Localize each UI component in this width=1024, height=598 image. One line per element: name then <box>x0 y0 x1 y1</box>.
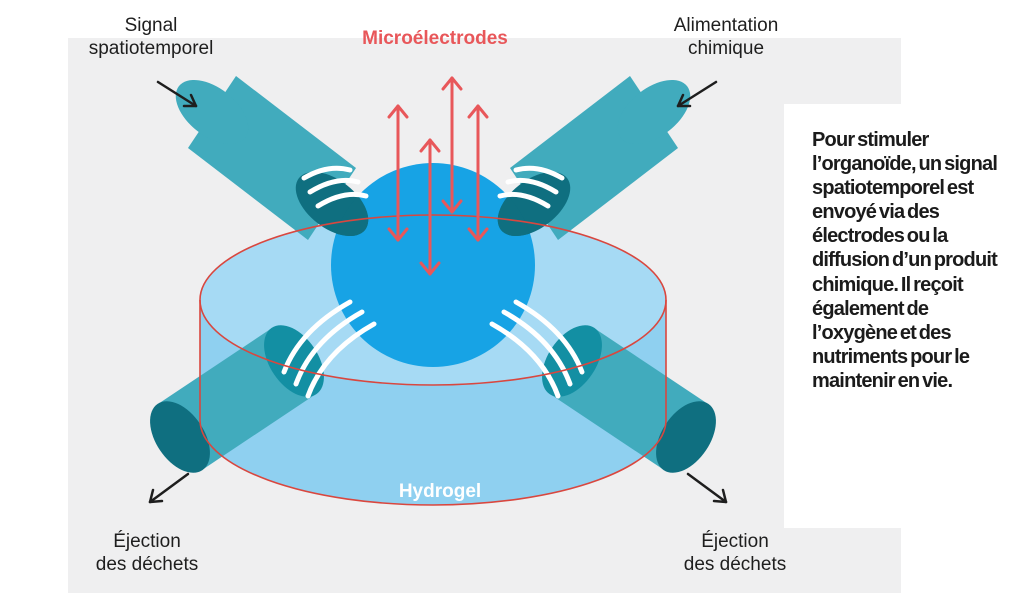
label-ejection-left-line1: Éjection <box>113 531 181 552</box>
label-ejection-left-line2: des déchets <box>95 554 199 575</box>
label-hydrogel: Hydrogel <box>398 481 482 502</box>
organoid-sphere <box>331 163 535 367</box>
diffusion-arcs <box>281 165 585 399</box>
label-ejection-right-line1: Éjection <box>701 531 769 552</box>
label-ejection-left: Éjection des déchets <box>62 530 232 576</box>
label-signal-line1: Signal <box>124 15 178 36</box>
caption-box <box>784 104 1024 528</box>
caption-text: Pour stimuler l’organoïde, un signal spa… <box>812 129 998 392</box>
label-alimentation-line1: Alimentation <box>673 15 779 36</box>
label-signal-line2: spatiotemporel <box>88 38 214 59</box>
microelectrode-arrows <box>387 76 489 276</box>
label-ejection-right: Éjection des déchets <box>650 530 820 576</box>
label-alimentation: Alimentation chimique <box>636 14 816 60</box>
label-microelectrodes: Microélectrodes <box>362 28 508 49</box>
flow-arrows <box>148 80 728 504</box>
hydrogel-outline <box>199 214 667 506</box>
label-ejection-right-line2: des déchets <box>683 554 787 575</box>
label-alimentation-line2: chimique <box>687 38 765 59</box>
label-signal: Signal spatiotemporel <box>66 14 236 60</box>
